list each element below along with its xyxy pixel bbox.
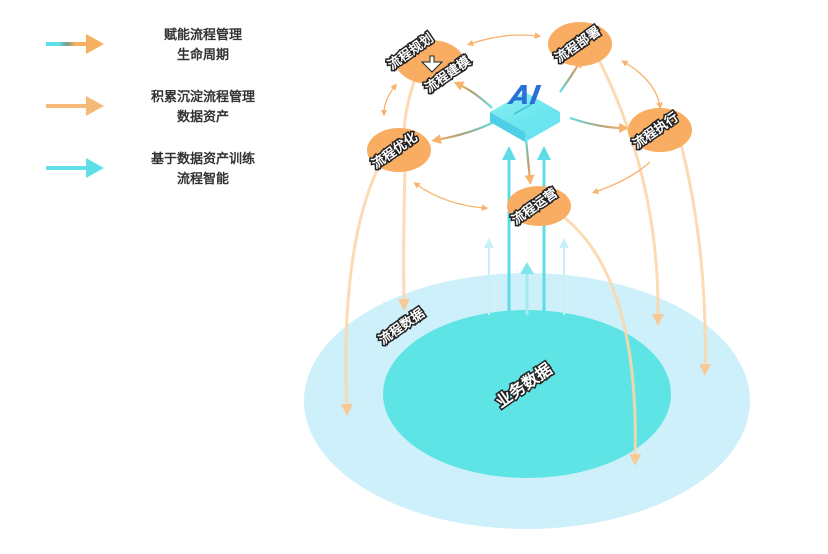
legend-text-intelligence: 基于数据资产训练 流程智能 bbox=[128, 150, 278, 190]
intelligence-arrows bbox=[502, 146, 551, 315]
ai-box-left bbox=[490, 112, 525, 142]
ai-label: AI bbox=[506, 81, 543, 111]
legend-line: 积累沉淀流程管理 bbox=[150, 90, 255, 105]
legend-line: 流程智能 bbox=[176, 172, 229, 187]
cyan-arrow-icon bbox=[46, 158, 104, 178]
node-execute[interactable]: 流程执行 bbox=[628, 108, 692, 154]
legend-text-lifecycle: 赋能流程管理 生命周期 bbox=[128, 26, 278, 66]
legend-text-data-assets: 积累沉淀流程管理 数据资产 bbox=[128, 88, 278, 128]
orange-arrow-icon bbox=[46, 96, 104, 116]
legend-line: 赋能流程管理 bbox=[163, 28, 242, 43]
ai-engine: AI bbox=[490, 81, 560, 142]
node-deploy[interactable]: 流程部署 bbox=[548, 22, 612, 68]
down-arrow-icon bbox=[420, 55, 444, 73]
gradient-arrow-icon bbox=[46, 34, 104, 54]
node-operate[interactable]: 流程运营 bbox=[507, 184, 571, 230]
legend-item-data-assets: 积累沉淀流程管理 数据资产 bbox=[40, 88, 300, 138]
ai-box-right bbox=[525, 112, 560, 142]
legend-line: 生命周期 bbox=[176, 48, 229, 63]
ai-box-top bbox=[490, 92, 560, 132]
legend-line: 基于数据资产训练 bbox=[150, 152, 255, 167]
legend-item-intelligence: 基于数据资产训练 流程智能 bbox=[40, 150, 300, 200]
legend-line: 数据资产 bbox=[176, 110, 229, 125]
data-rising-arrows bbox=[484, 238, 569, 315]
cycle-arcs bbox=[380, 32, 663, 211]
legend-item-lifecycle: 赋能流程管理 生命周期 bbox=[40, 26, 300, 76]
node-optimize[interactable]: 流程优化 bbox=[367, 128, 431, 174]
inner-data-ellipse bbox=[383, 310, 671, 478]
